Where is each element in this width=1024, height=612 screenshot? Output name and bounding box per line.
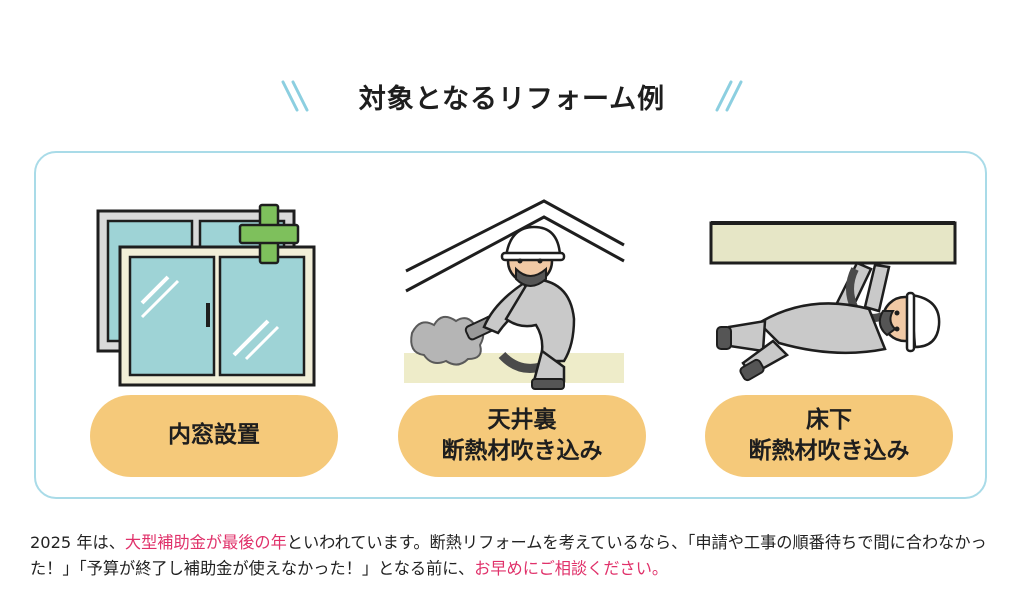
- card-label-line1: 内窓設置: [168, 422, 260, 449]
- card-label-line1: 天井裏: [487, 406, 557, 433]
- attic-insulation-worker-icon: [404, 199, 625, 390]
- description-part2: といわれています。断熱リフォームを考えているなら、「申請や工事の順番待ちで間に合…: [30, 533, 987, 578]
- card-label: 内窓設置: [90, 395, 338, 477]
- page-title: 対象となるリフォーム例: [358, 83, 666, 115]
- double-slash-icon: [281, 80, 309, 112]
- card-inner-window: 内窓設置: [46, 153, 346, 501]
- plus-icon: [238, 203, 300, 265]
- description-highlight2: お早めにご相談ください。: [474, 559, 669, 578]
- inner-window-icon: [96, 203, 316, 387]
- card-label-line1: 床下: [806, 406, 852, 433]
- card-label-line2: 断熱材吹き込み: [441, 438, 603, 464]
- underfloor-insulation-worker-icon: [709, 221, 957, 382]
- card-underfloor-insulation: 床下 断熱材吹き込み: [661, 153, 961, 501]
- card-label: 天井裏 断熱材吹き込み: [398, 395, 646, 477]
- examples-panel: 内窓設置: [34, 151, 987, 499]
- card-attic-insulation: 天井裏 断熱材吹き込み: [354, 153, 654, 501]
- card-label-line2: 断熱材吹き込み: [748, 438, 910, 464]
- double-slash-icon: [715, 80, 743, 112]
- description-part1: 2025 年は、: [30, 533, 125, 552]
- section-heading: 対象となるリフォーム例: [0, 68, 1024, 124]
- card-label: 床下 断熱材吹き込み: [705, 395, 953, 477]
- description-text: 2025 年は、大型補助金が最後の年といわれています。断熱リフォームを考えている…: [30, 530, 1000, 582]
- description-highlight1: 大型補助金が最後の年: [124, 533, 287, 552]
